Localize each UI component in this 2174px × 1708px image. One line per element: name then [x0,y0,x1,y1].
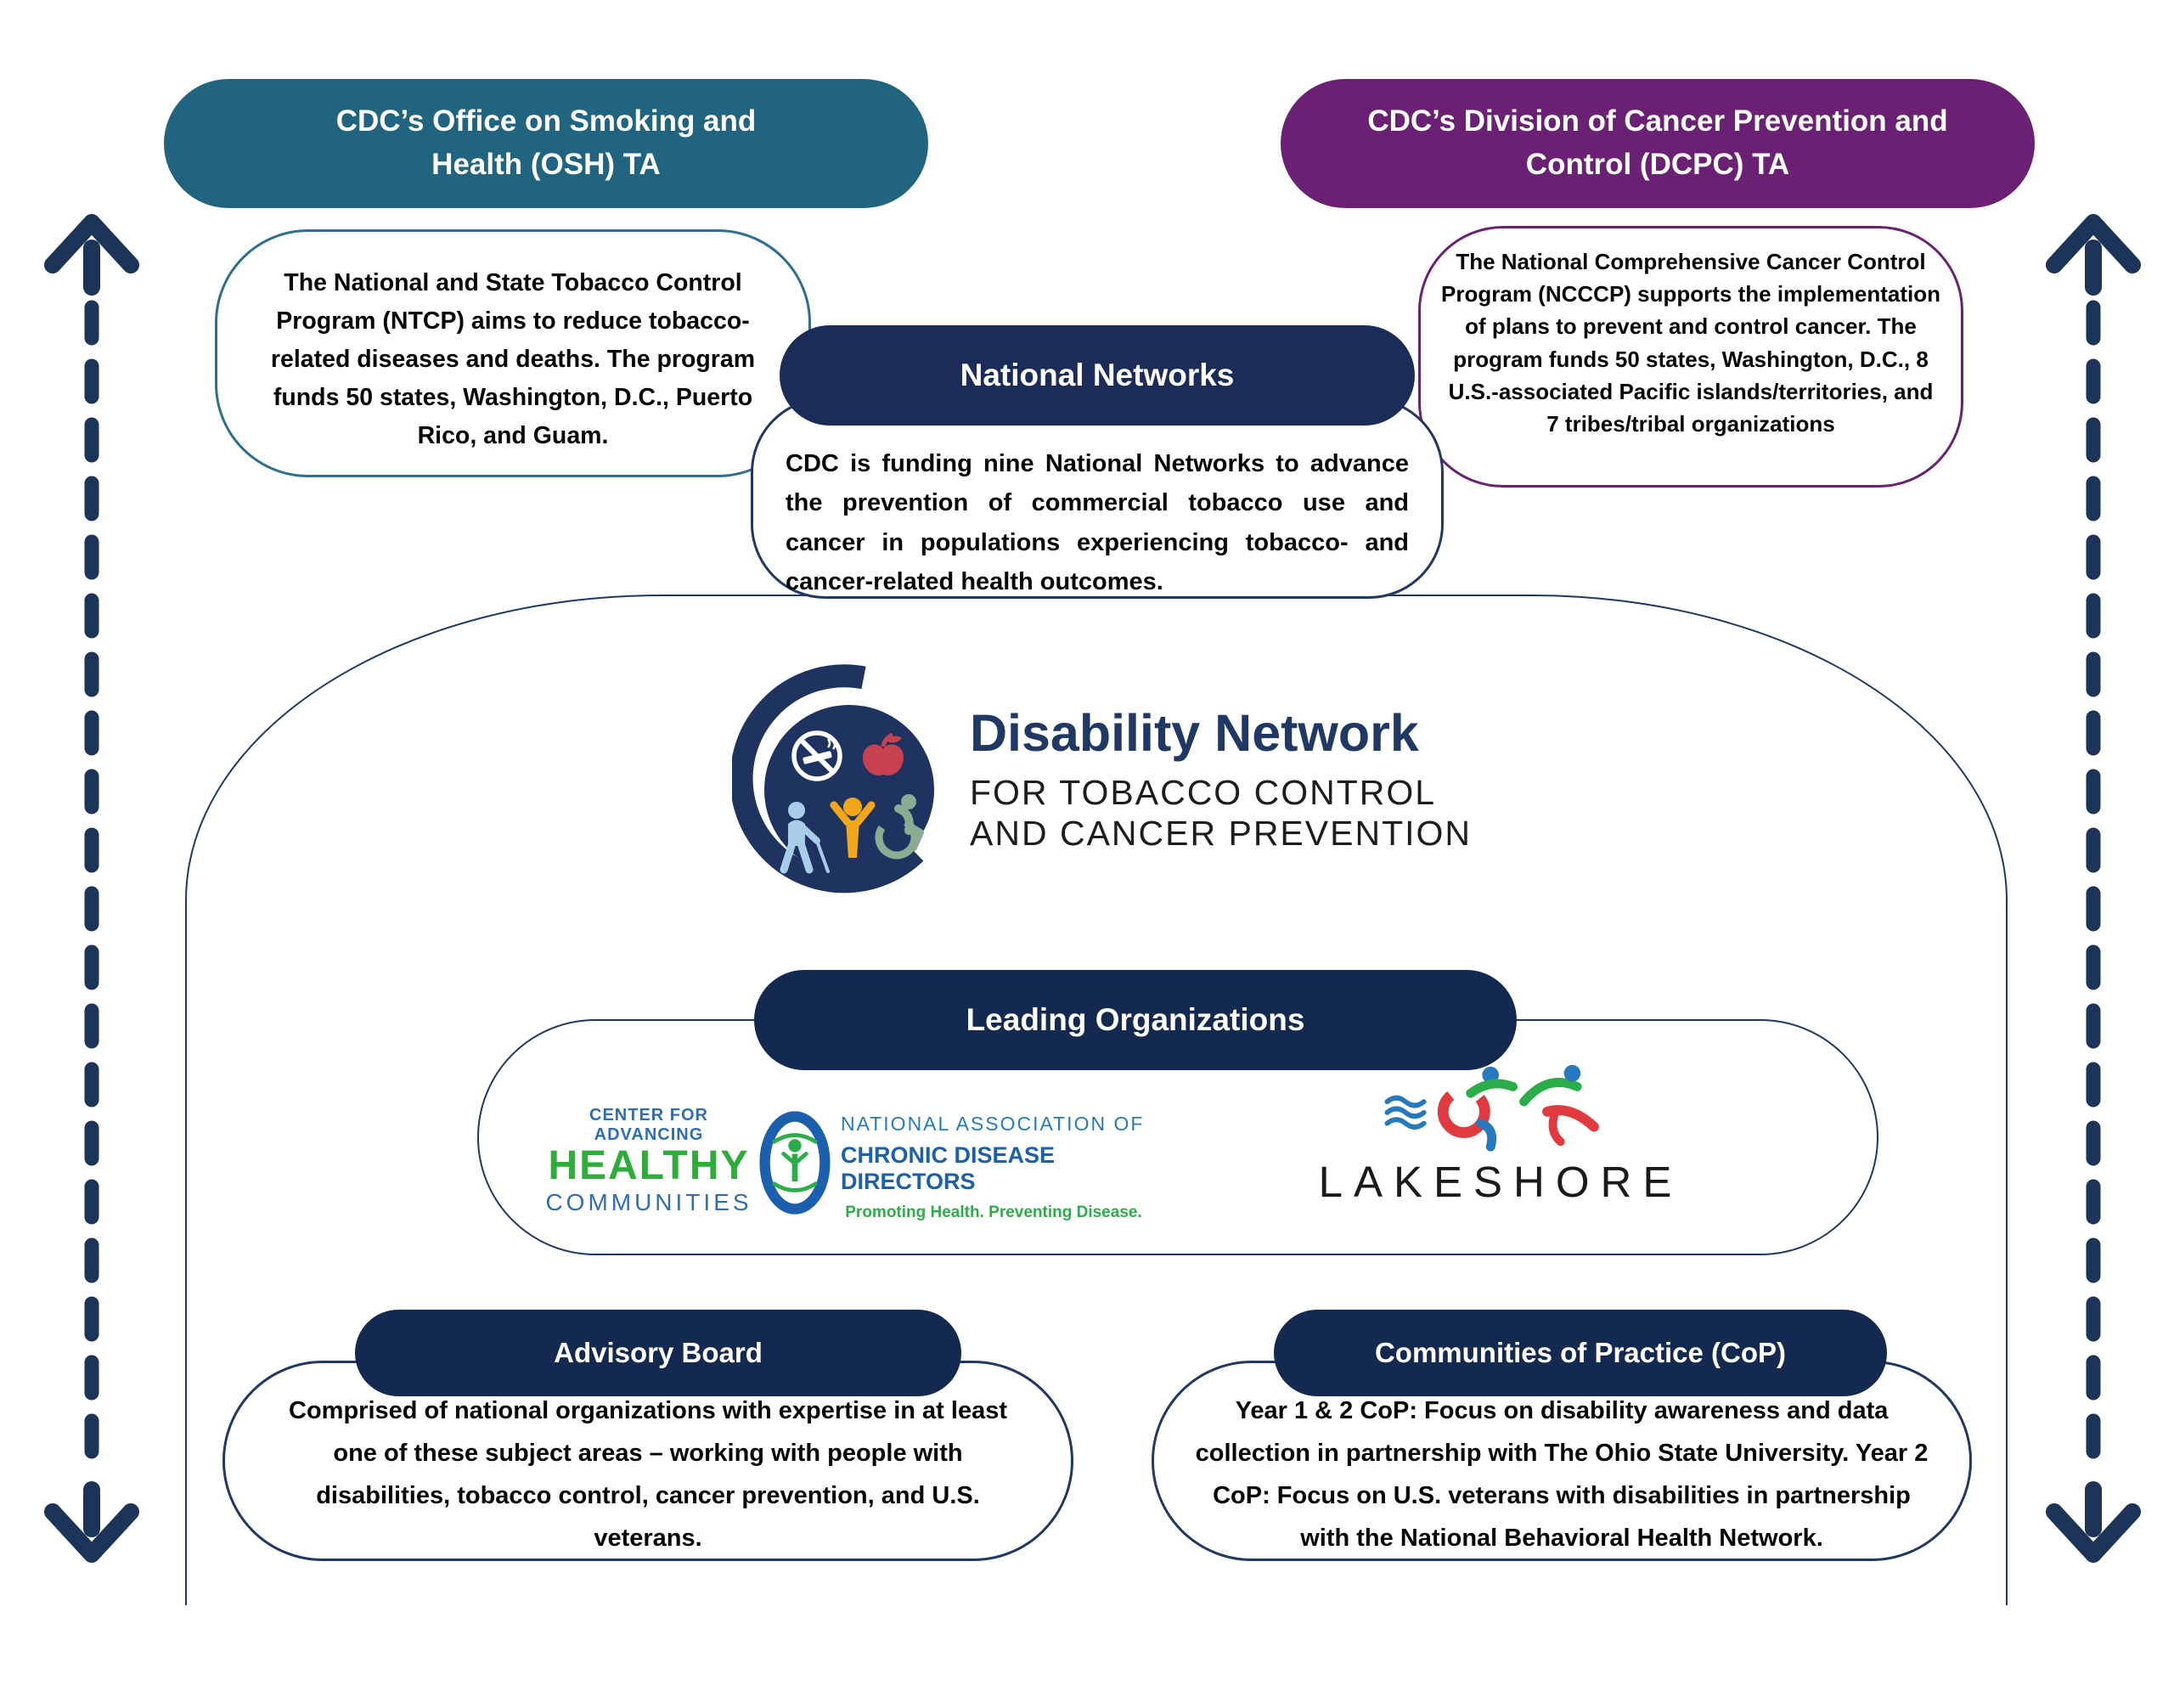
leading-organizations-title: Leading Organizations [966,1002,1305,1037]
lakeshore-name: LAKESHORE [1318,1158,1683,1206]
logo-title: Disability Network [970,704,1419,762]
dcpc-ta-pill: CDC’s Division of Cancer Prevention and … [1281,79,2035,208]
no-smoking-icon [791,730,842,781]
blind-person-icon [780,802,830,874]
cop-title: Communities of Practice (CoP) [1374,1337,1787,1368]
national-networks-text: CDC is funding nine National Networks to… [786,450,1409,596]
advisory-board-box: Comprised of national organizations with… [222,1361,1073,1561]
logo-subtitle-line2: AND CANCER PREVENTION [970,813,1473,853]
disability-network-logo-text: Disability Network FOR TOBACCO CONTROL A… [970,703,1472,854]
osh-ta-label: CDC’s Office on Smoking and Health (OSH)… [335,104,757,181]
ncccp-text: The National Comprehensive Cancer Contro… [1441,249,1940,437]
cahc-line1: CENTER FOR ADVANCING [589,1106,708,1144]
lakeshore-logo: LAKESHORE [1284,1062,1717,1207]
cahc-line3: COMMUNITIES [545,1189,752,1216]
national-networks-pill: National Networks [780,325,1415,426]
cop-pill: Communities of Practice (CoP) [1274,1310,1887,1396]
cop-text: Year 1 & 2 CoP: Focus on disability awar… [1195,1397,1929,1552]
ntcp-box: The National and State Tobacco Control P… [215,229,811,477]
cahc-line2: HEALTHY [548,1143,750,1188]
wave-icon [1384,1095,1427,1130]
advisory-board-pill: Advisory Board [355,1310,961,1396]
wheelchair-icon [875,794,924,860]
dashed-arrow-right [2046,214,2141,1563]
national-networks-title: National Networks [960,358,1235,392]
leading-organizations-pill: Leading Organizations [754,970,1517,1070]
nacdd-logo-icon [759,1111,831,1215]
osh-ta-pill: CDC’s Office on Smoking and Health (OSH)… [164,79,928,208]
advisory-board-title: Advisory Board [554,1337,763,1368]
runner-1 [1437,1066,1518,1152]
national-networks-box: CDC is funding nine National Networks to… [751,397,1444,599]
logo-swoosh [732,664,924,893]
lakeshore-runners-icon [1384,1064,1599,1152]
nacdd-line1: NATIONAL ASSOCIATION OF [841,1113,1145,1135]
dcpc-ta-label: CDC’s Division of Cancer Prevention and … [1367,104,1948,181]
person-arms-up-icon [830,798,876,858]
dashed-arrow-left [44,214,139,1563]
ncccp-box: The National Comprehensive Cancer Contro… [1418,226,1963,488]
ntcp-text: The National and State Tobacco Control P… [270,269,756,450]
runner-2 [1519,1064,1599,1147]
nacdd-line2: CHRONIC DISEASE DIRECTORS [841,1142,1056,1194]
disability-network-logo-mark [732,664,934,893]
apple-icon [863,732,904,775]
nacdd-tagline: Promoting Health. Preventing Disease. [845,1203,1142,1221]
advisory-board-text: Comprised of national organizations with… [289,1397,1007,1552]
logo-subtitle-line1: FOR TOBACCO CONTROL [970,773,1437,812]
cahc-logo: CENTER FOR ADVANCING HEALTHY COMMUNITIES [544,1106,754,1217]
nacdd-logo: NATIONAL ASSOCIATION OF CHRONIC DISEASE … [841,1113,1146,1222]
